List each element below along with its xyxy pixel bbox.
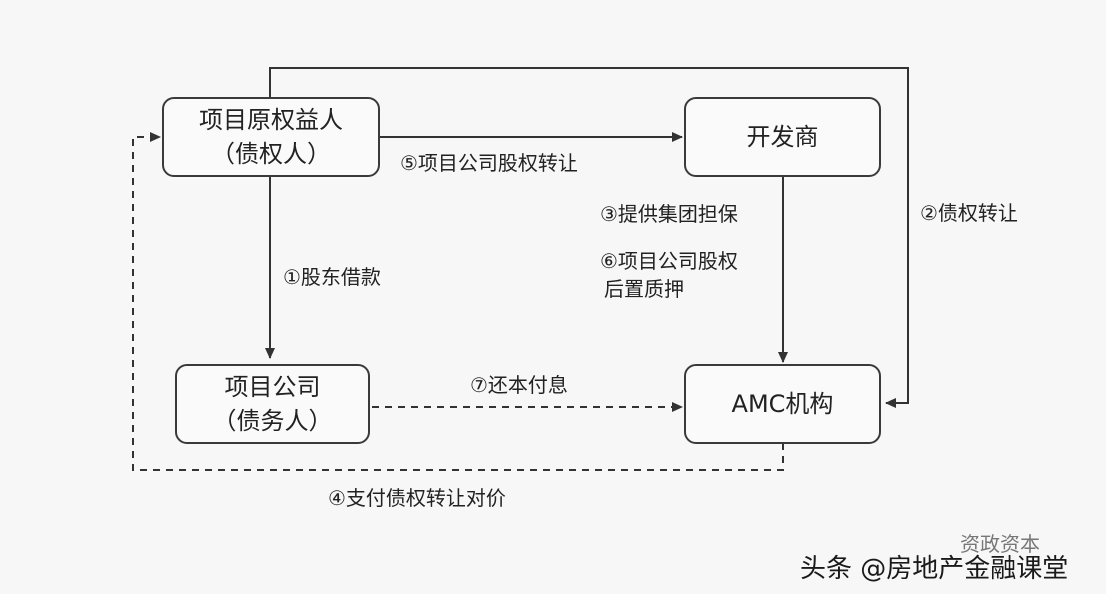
node-project-company-line1: 项目公司 bbox=[224, 373, 321, 401]
node-developer: 开发商 bbox=[684, 97, 881, 177]
edge-label-4: ④支付债权转让对价 bbox=[328, 486, 506, 510]
edge-label-3: ③提供集团担保 bbox=[600, 202, 738, 226]
node-original-holder: 项目原权益人 （债权人） bbox=[162, 97, 380, 177]
edge-label-6-line1: ⑥项目公司股权 bbox=[600, 249, 738, 273]
node-original-holder-line2: （债权人） bbox=[211, 140, 331, 168]
edge-label-6-line2: 后置质押 bbox=[604, 277, 684, 301]
edge-label-5: ⑤项目公司股权转让 bbox=[400, 151, 578, 175]
node-original-holder-line1: 项目原权益人 bbox=[199, 106, 343, 134]
watermark-main: 头条 @房地产金融课堂 bbox=[800, 554, 1069, 584]
edge-2-debt-transfer bbox=[269, 67, 909, 408]
node-developer-line1: 开发商 bbox=[746, 123, 819, 151]
edge-label-7: ⑦还本付息 bbox=[470, 373, 568, 397]
edge-label-1: ①股东借款 bbox=[283, 265, 381, 289]
watermark-sub: 资政资本 bbox=[960, 532, 1040, 556]
node-project-company-line2: （债务人） bbox=[212, 407, 333, 435]
node-amc: AMC机构 bbox=[684, 364, 881, 444]
edge-label-2: ②债权转让 bbox=[920, 201, 1018, 225]
node-amc-line1: AMC机构 bbox=[731, 390, 834, 418]
node-project-company: 项目公司 （债务人） bbox=[175, 364, 370, 444]
edge-4-payment bbox=[132, 132, 784, 471]
